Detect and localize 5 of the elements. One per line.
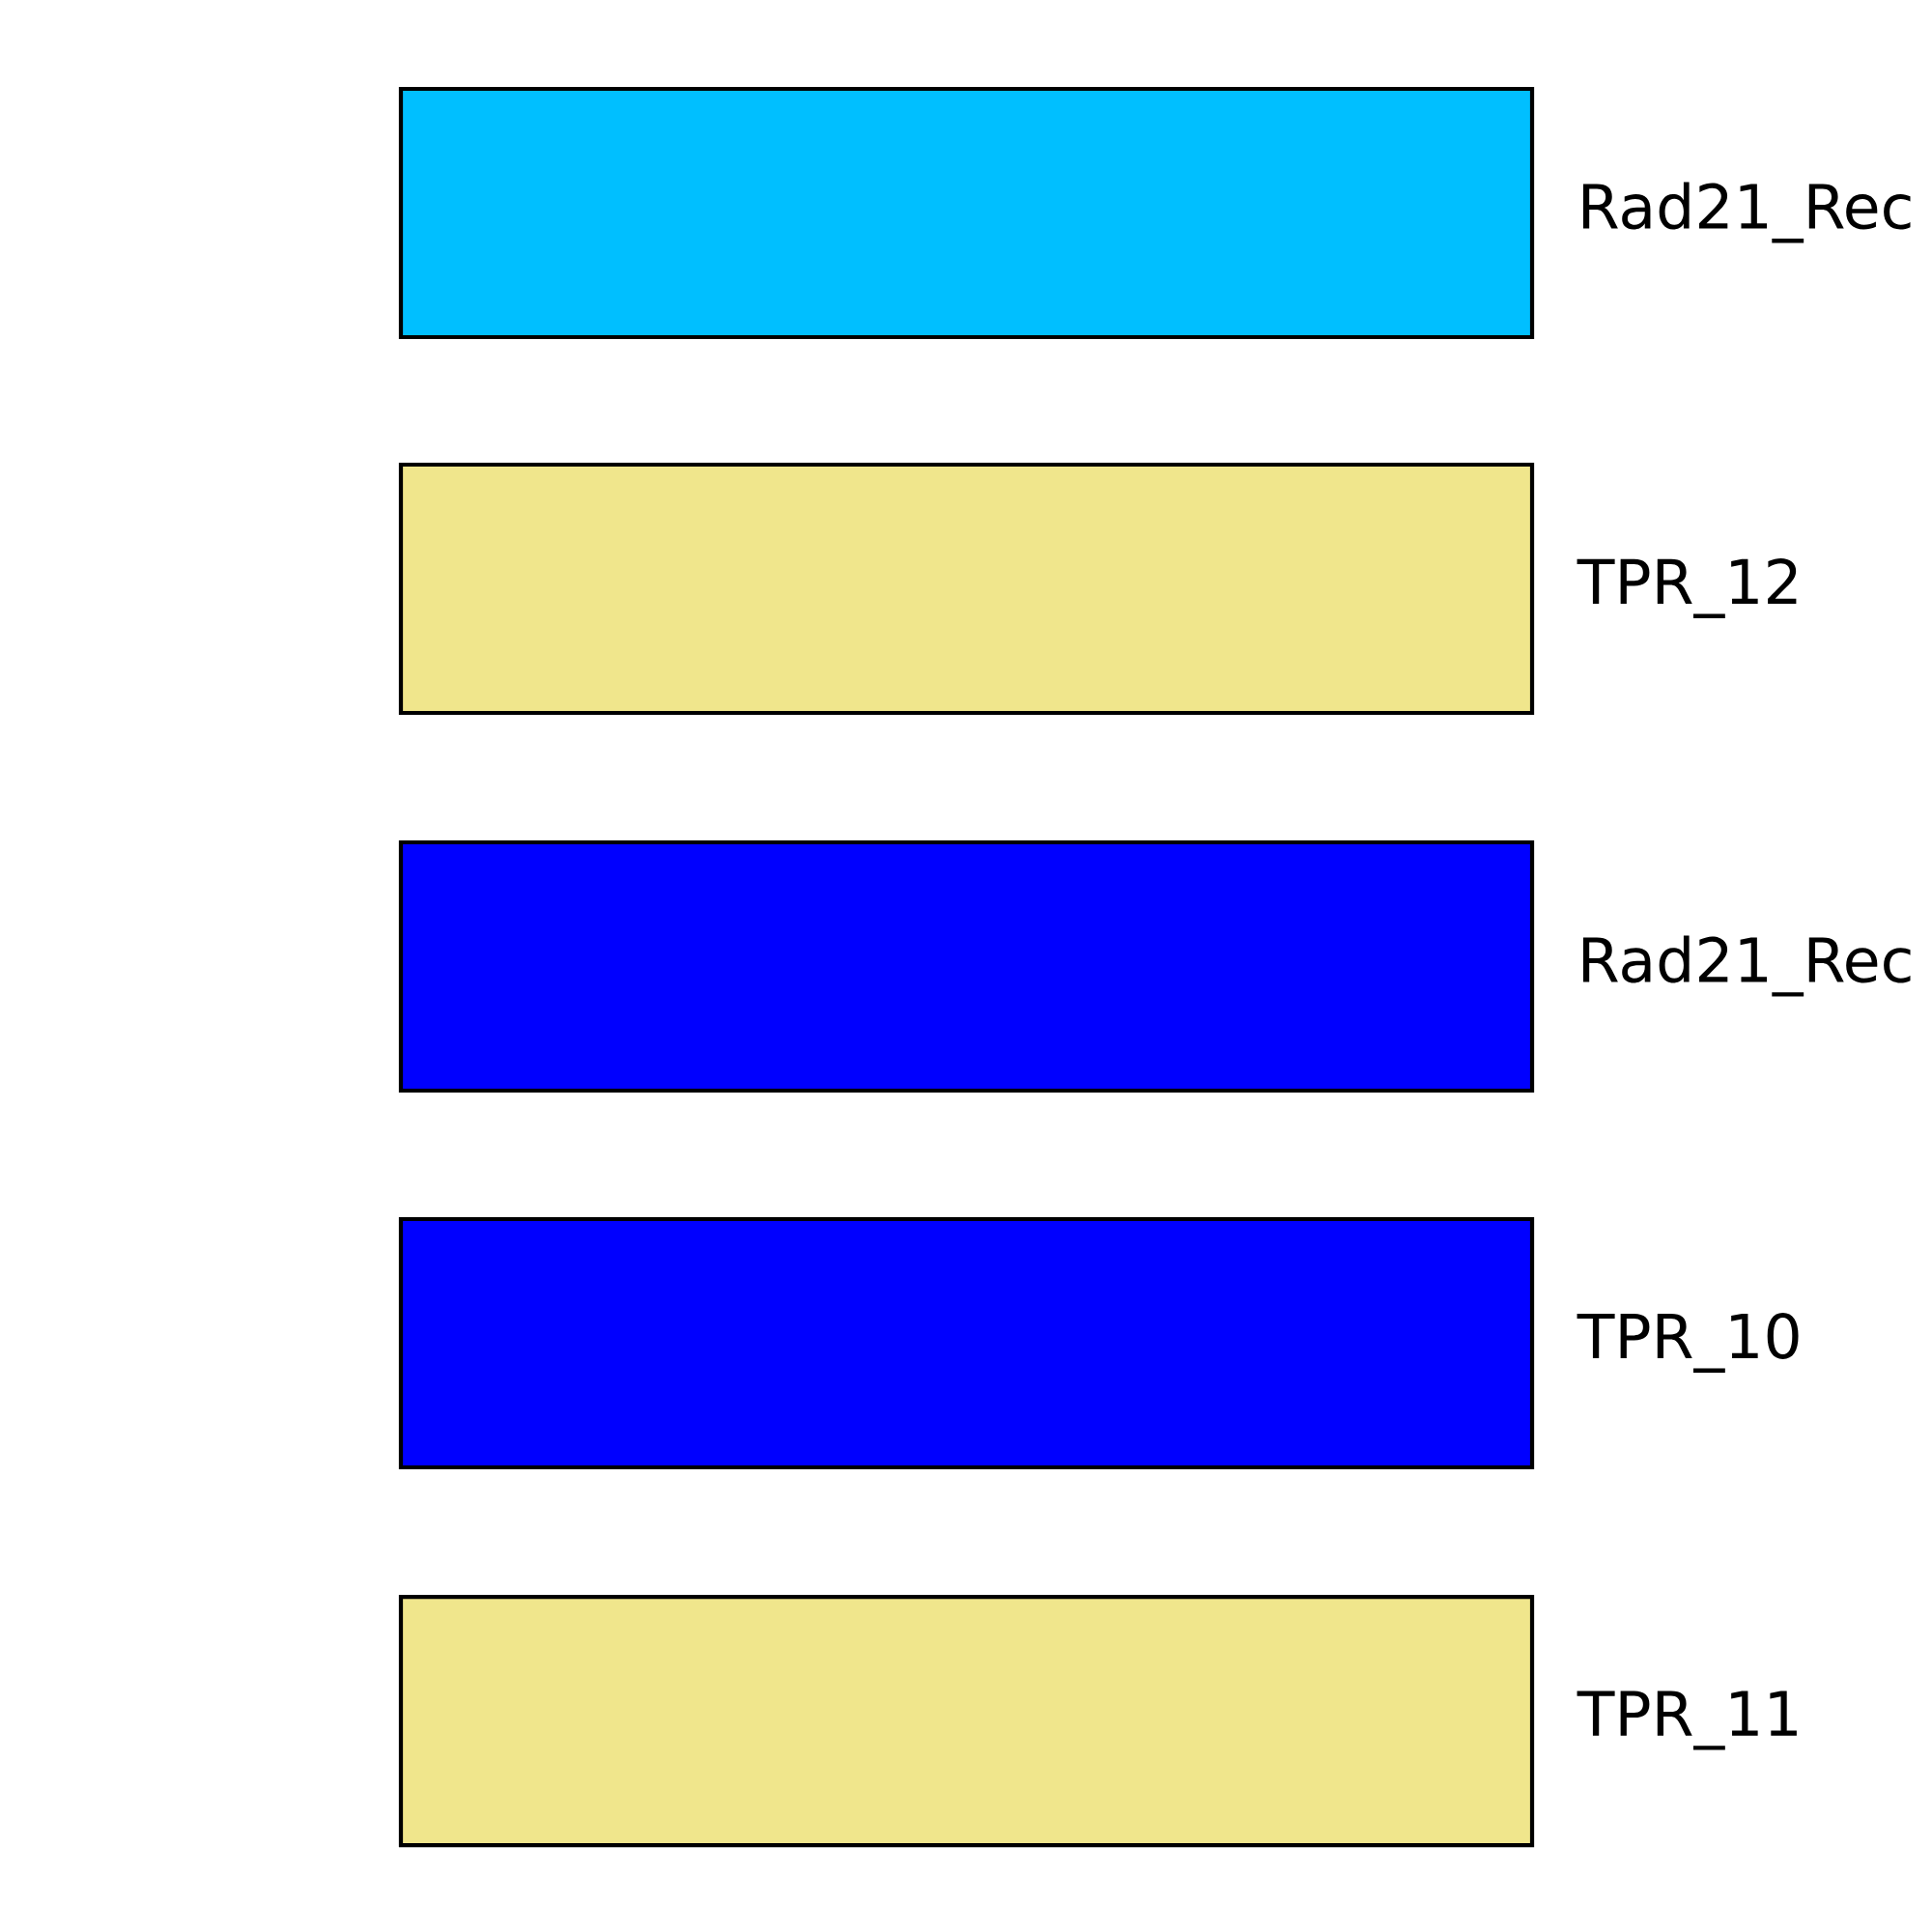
legend-label: TPR_10: [1577, 1313, 1799, 1373]
legend-label: Rad21_Rec: [1582, 935, 1911, 997]
legend-label: TPR_12: [1577, 558, 1797, 618]
legend-label: Rad21_Rec: [1582, 182, 1911, 243]
legend-label: TPR_11: [1577, 1690, 1797, 1750]
